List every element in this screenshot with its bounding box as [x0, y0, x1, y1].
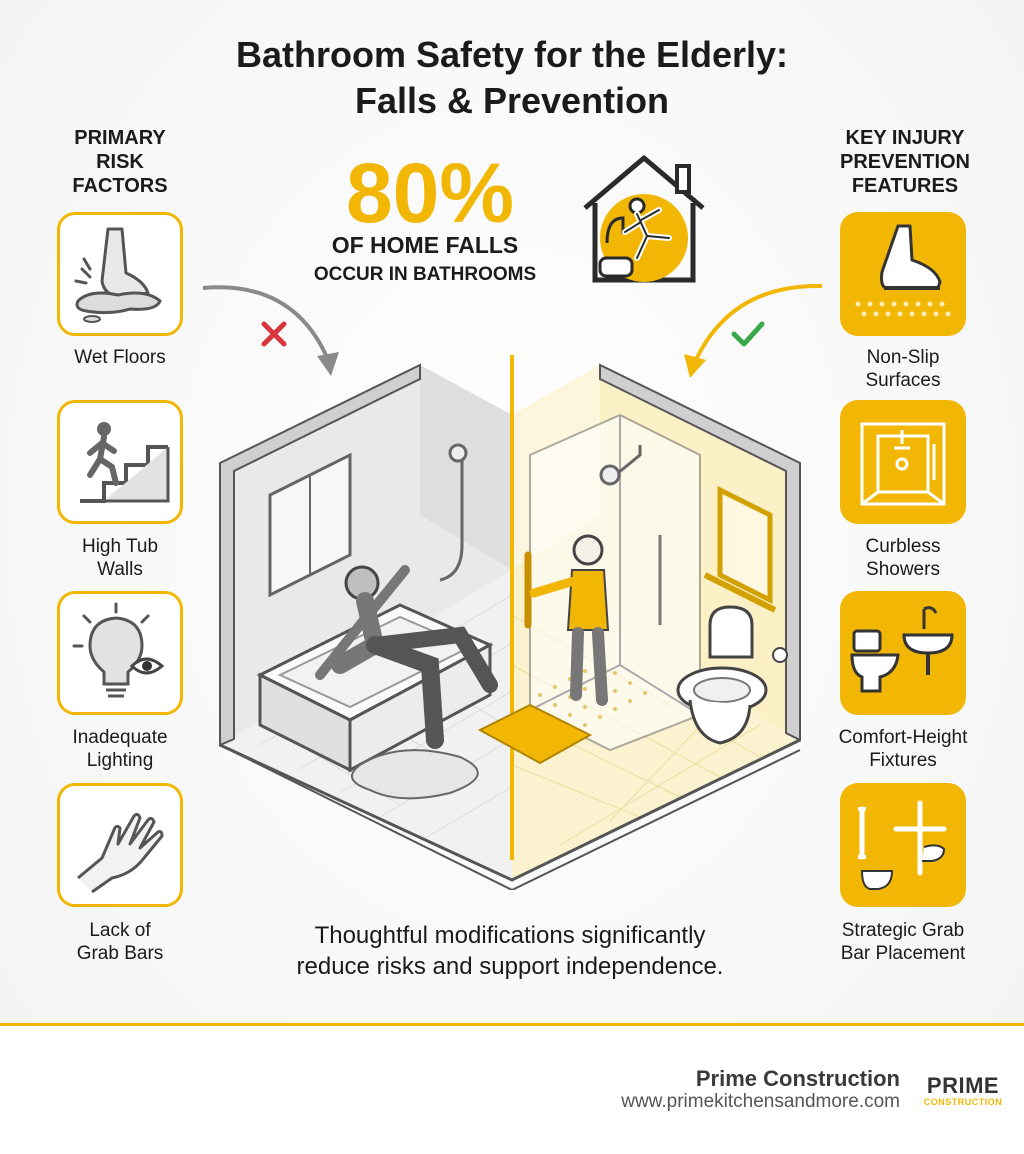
label-line: Surfaces [865, 370, 941, 391]
wet-floor-icon [74, 227, 162, 323]
label-line: Wet Floors [74, 347, 166, 368]
tagline: Thoughtful modifications significantly r… [230, 920, 790, 982]
grab-bar-placement-label: Strategic Grab Bar Placement [813, 919, 993, 965]
grab-bar-placement-card [840, 783, 966, 907]
stairs-climber-icon [80, 422, 170, 503]
label-line: Lack of [89, 920, 151, 941]
curbless-showers-label: Curbless Showers [813, 535, 993, 581]
label-line: Showers [866, 559, 940, 580]
stat-line-2: OCCUR IN BATHROOMS [313, 264, 537, 285]
risk-arrow [202, 285, 339, 376]
label-line: Lighting [86, 750, 154, 771]
prevention-heading-line: PREVENTION [839, 151, 971, 173]
brand-url[interactable]: www.primekitchensandmore.com [621, 1091, 900, 1112]
label-line: Non-Slip [866, 347, 940, 368]
brand-name: Prime Construction [695, 1066, 900, 1091]
risk-heading-line: RISK [96, 151, 144, 173]
logo-subtitle: CONSTRUCTION [923, 1097, 1003, 1107]
curbless-showers-card [840, 400, 966, 524]
inadequate-lighting-card [57, 591, 183, 715]
cross-mark-icon [261, 321, 287, 347]
lightbulb-eye-icon [72, 602, 165, 698]
tagline-line-2: reduce risks and support independence. [296, 953, 724, 980]
prevention-heading-line: FEATURES [851, 175, 959, 197]
label-line: Bar Placement [840, 943, 966, 964]
brand-logo: PRIME CONSTRUCTION [920, 1073, 1006, 1113]
label-line: Curbless [865, 536, 941, 557]
check-mark-icon [731, 321, 765, 347]
prevention-heading-line: KEY INJURY [845, 127, 965, 149]
wet-floors-label: Wet Floors [30, 346, 210, 369]
lack-of-grab-bars-label: Lack of Grab Bars [30, 919, 210, 965]
high-tub-walls-card [57, 400, 183, 524]
comfort-height-fixtures-card [840, 591, 966, 715]
label-line: Fixtures [869, 750, 937, 771]
footer [0, 1026, 1024, 1154]
wet-floors-card [57, 212, 183, 336]
logo-wordmark: PRIME [926, 1073, 1000, 1098]
label-line: Inadequate [72, 727, 168, 748]
stat-percentage: 80% [345, 146, 515, 240]
bathroom-comparison-illustration [219, 355, 801, 890]
house-falling-person-icon [583, 155, 705, 283]
stat-line-1: OF HOME FALLS [331, 232, 519, 258]
non-slip-surfaces-card [840, 212, 966, 336]
label-line: High Tub [81, 536, 159, 557]
risk-factors-heading: PRIMARY RISK FACTORS [40, 126, 200, 198]
label-line: Grab Bars [76, 943, 164, 964]
risk-heading-line: PRIMARY [74, 127, 166, 149]
title-line-1: Bathroom Safety for the Elderly: [235, 34, 789, 75]
open-hand-icon [77, 812, 164, 894]
shoe-on-textured-floor-icon [855, 224, 951, 317]
label-line: Walls [97, 559, 143, 580]
toilet-and-sink-icon [850, 606, 954, 693]
title-line-2: Falls & Prevention [354, 80, 670, 121]
label-line: Strategic Grab [841, 920, 965, 941]
inadequate-lighting-label: Inadequate Lighting [30, 726, 210, 772]
prevention-features-heading: KEY INJURY PREVENTION FEATURES [815, 126, 995, 198]
page-title: Bathroom Safety for the Elderly: Falls &… [0, 32, 1024, 124]
prevention-arrow [684, 283, 823, 378]
label-line: Comfort-Height [838, 727, 968, 748]
risk-heading-line: FACTORS [72, 175, 168, 197]
walk-in-shower-icon [860, 422, 946, 506]
grab-bars-icon [858, 800, 947, 890]
footer-divider [0, 1023, 1024, 1026]
comfort-height-fixtures-label: Comfort-Height Fixtures [813, 726, 993, 772]
non-slip-surfaces-label: Non-Slip Surfaces [813, 346, 993, 392]
tagline-line-1: Thoughtful modifications significantly [314, 922, 706, 949]
high-tub-walls-label: High Tub Walls [30, 535, 210, 581]
lack-of-grab-bars-card [57, 783, 183, 907]
